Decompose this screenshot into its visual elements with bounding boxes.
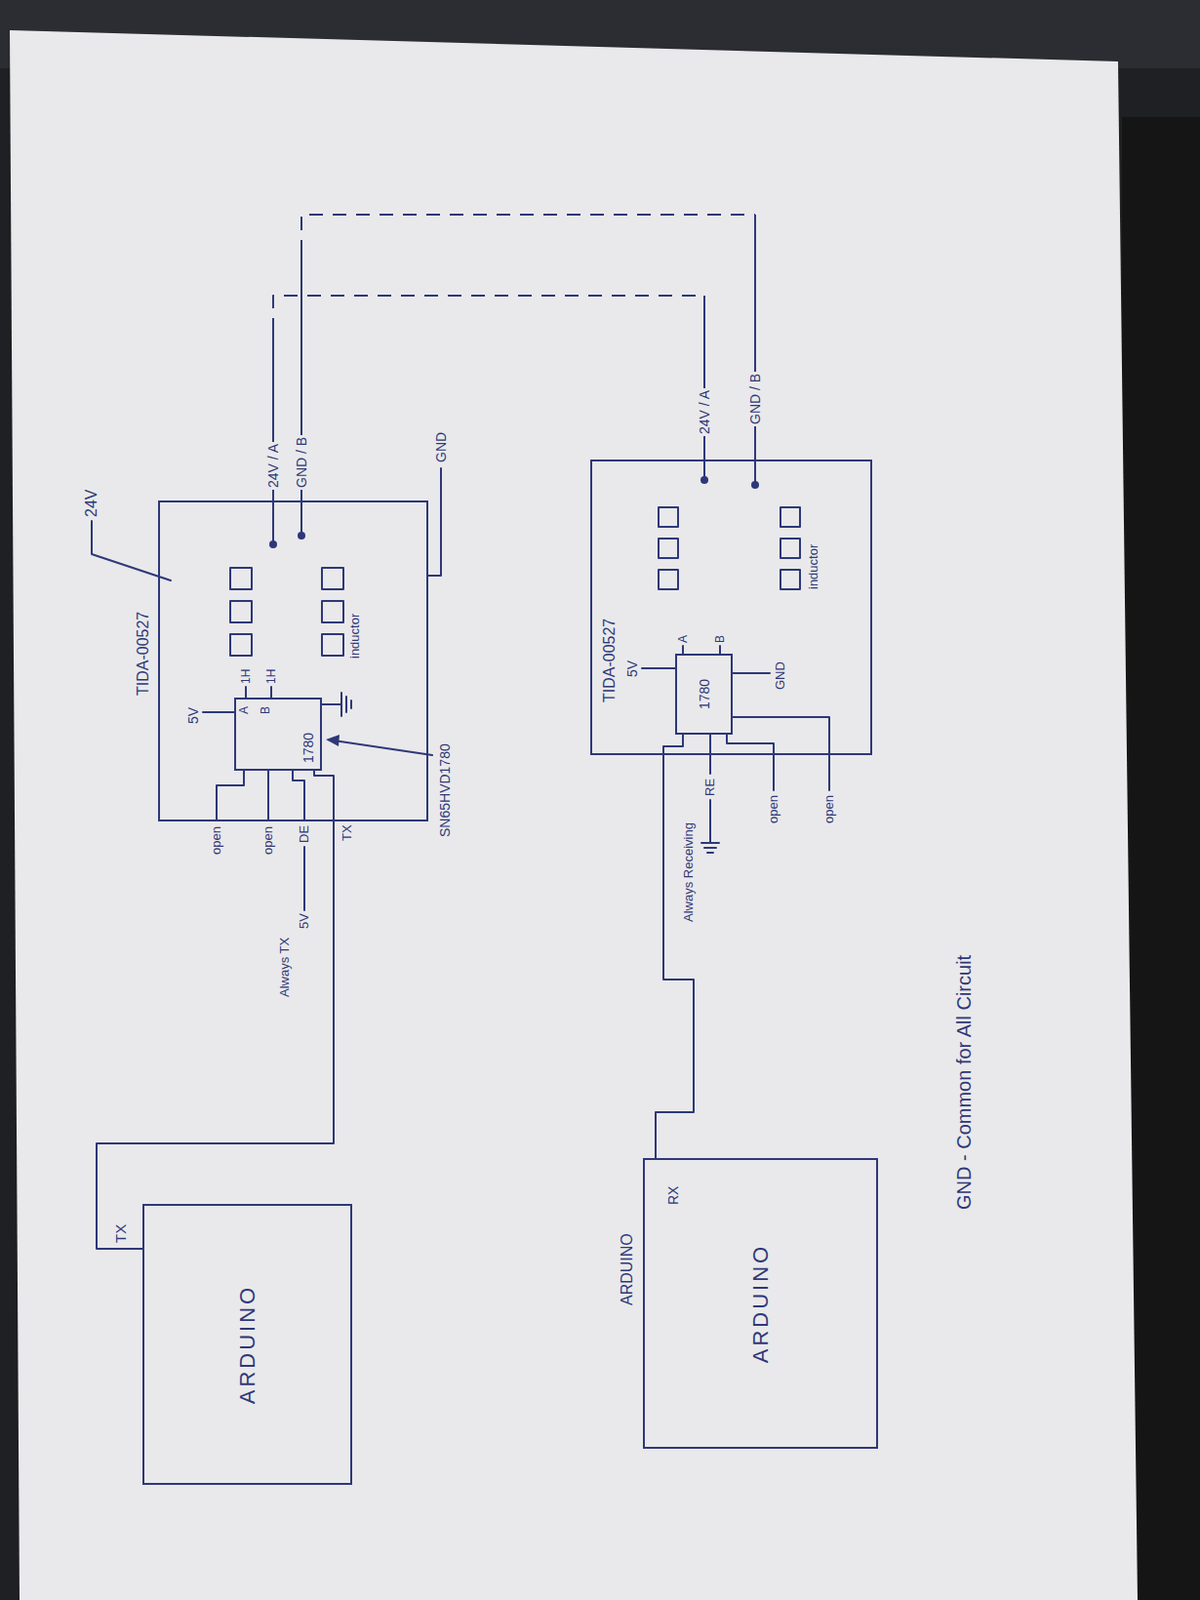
paper-sheet [9,30,1138,1600]
inductor-symbol [780,507,800,527]
ground-wire [428,468,441,576]
inductor-symbol [321,600,344,623]
inductor-symbol [658,507,679,527]
ground-symbol [321,692,352,717]
signal-label: open [765,795,782,824]
signal-label: DE [296,825,313,843]
board-box: TIDA-00527 1780 [590,459,873,756]
signal-label: 1H [264,669,279,684]
inductor-symbol [321,634,344,656]
signal-label: 24V / A [696,388,714,437]
ink-fills [269,476,760,747]
signal-label: Always TX [277,937,293,998]
ground-symbol [701,842,720,853]
inductor-symbol [780,538,800,559]
ink-lines [91,459,830,911]
pin-wire [303,846,306,911]
wire [655,734,694,1159]
pin-wire [641,667,676,670]
inductor-symbol [230,634,252,656]
terminal-dot [700,476,709,484]
chip-box: 1780 [675,653,733,735]
component-heading: TIDA-00527 [600,618,619,703]
wire-connector [273,295,705,501]
terminal-wire [273,500,302,545]
signal-label: RX [665,1186,682,1205]
signal-label: open [208,826,225,855]
signal-label: 5V [624,660,641,678]
signal-label: A [237,706,251,715]
signal-label: Always Receiving [680,822,697,922]
signal-label: B [258,706,273,715]
wire-connector [655,734,694,1159]
inductor-symbol [230,567,252,590]
dashed-wire [301,214,756,254]
signal-label: 5V [296,913,313,929]
pin-wire [726,734,774,791]
inductor-symbol [321,567,344,590]
signal-label: GND [772,661,789,690]
terminal-dot [751,480,760,489]
signal-label: TX [339,824,356,841]
signal-label: RE [702,778,719,797]
signal-label: 24V / A [265,441,282,490]
wire [96,770,334,1249]
signal-label: inductor [347,613,363,659]
pin-wire [202,711,235,714]
component-heading: ARDUINO [617,1233,637,1306]
signal-label: SN65HVD1780 [437,743,454,838]
signal-label: GND / B [747,371,764,427]
pin-wire [245,686,272,698]
signal-label: 1H [239,669,253,684]
terminal-dot [269,540,278,549]
board-box: TIDA-005271780 [158,500,429,822]
dashed-wire [273,295,705,332]
component-name: ARDUINO [747,1243,773,1363]
pin-wire [267,770,270,820]
signal-label: inductor [805,544,822,590]
pin-wire [682,645,720,654]
inductor-symbol [780,569,800,590]
component-name: 1780 [695,679,713,710]
signal-label: 5V [185,707,202,724]
inductor-symbol [230,600,252,623]
signal-label: B [713,635,727,643]
inductor-symbol [658,569,679,590]
signal-label: open [821,795,838,824]
leader-arrowhead [325,734,340,747]
signal-label: open [260,826,277,855]
signal-label: TX [112,1224,130,1243]
component-heading: 1780 [300,732,318,763]
terminal-dot [297,531,306,540]
signal-label: 24V [81,489,101,518]
component-name: ARDUINO [234,1284,260,1404]
signal-label: GND / B [293,435,311,490]
component-heading: TIDA-00527 [133,611,153,696]
note-text: GND - Common for All Circuit [952,955,976,1210]
ground-wire [732,672,770,675]
wire-connector [96,770,334,1249]
signal-label: GND [433,432,450,463]
terminal-wire [704,459,756,485]
wire-connector [301,214,756,501]
arduino-box: ARDUINO [142,1203,353,1485]
signal-label: A [676,635,690,643]
pin-wire [292,770,305,820]
inductor-symbol [658,538,679,559]
leader-line [333,740,433,756]
pin-wire [216,770,244,820]
